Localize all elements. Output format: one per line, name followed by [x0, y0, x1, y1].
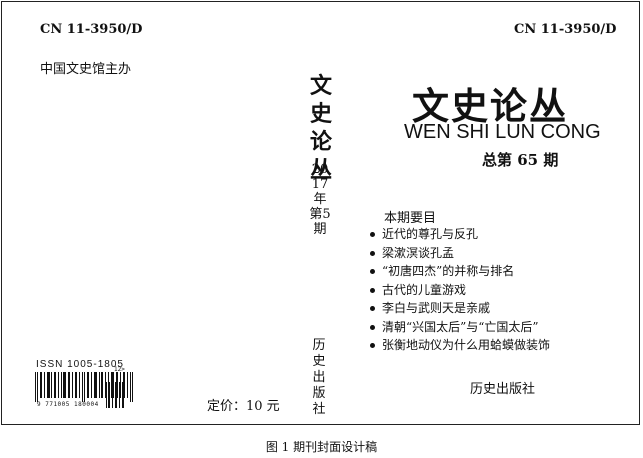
toc-heading: 本期要目 [384, 211, 437, 226]
barcode-addon-icon [106, 382, 124, 408]
spine-issue: 2017年第5期 [309, 162, 331, 237]
journal-cover-mockup: CN 11-3950/D CN 11-3950/D 中国文史馆主办 文史论丛 2… [1, 1, 640, 425]
toc-item: 梁漱溟谈孔孟 [367, 244, 550, 263]
issn-label: ISSN 1005-1805 [36, 359, 124, 370]
toc-item: 张衡地动仪为什么用蛤蟆做装饰 [367, 336, 550, 355]
price-label: 定价：10 元 [207, 399, 280, 414]
toc-item: “初唐四杰”的并称与排名 [367, 262, 550, 281]
toc-item: 李白与武则天是亲戚 [367, 299, 550, 318]
spine-title: 文史论丛 [309, 73, 332, 183]
journal-pinyin-title: WEN SHI LUN CONG [404, 121, 601, 143]
toc-item: 近代的尊孔与反孔 [367, 225, 550, 244]
barcode-addon-digits: 12> [114, 366, 125, 373]
toc-list: 近代的尊孔与反孔 梁漱溟谈孔孟 “初唐四杰”的并称与排名 古代的儿童游戏 李白与… [367, 225, 550, 355]
spine-publisher: 历史出版社 [312, 338, 326, 417]
toc-item: 清朝“兴国太后”与“亡国太后” [367, 318, 550, 337]
total-issue-number: 总第 65 期 [482, 151, 559, 169]
cn-number-front: CN 11-3950/D [514, 22, 617, 37]
cn-number-back: CN 11-3950/D [40, 22, 143, 37]
toc-item: 古代的儿童游戏 [367, 281, 550, 300]
journal-title: 文史论丛 [412, 84, 568, 128]
sponsor-text: 中国文史馆主办 [40, 62, 132, 77]
figure-caption: 图 1 期刊封面设计稿 [265, 440, 378, 454]
publisher-name: 历史出版社 [470, 382, 536, 397]
barcode-digits: 9 771005 180004 [37, 401, 99, 408]
